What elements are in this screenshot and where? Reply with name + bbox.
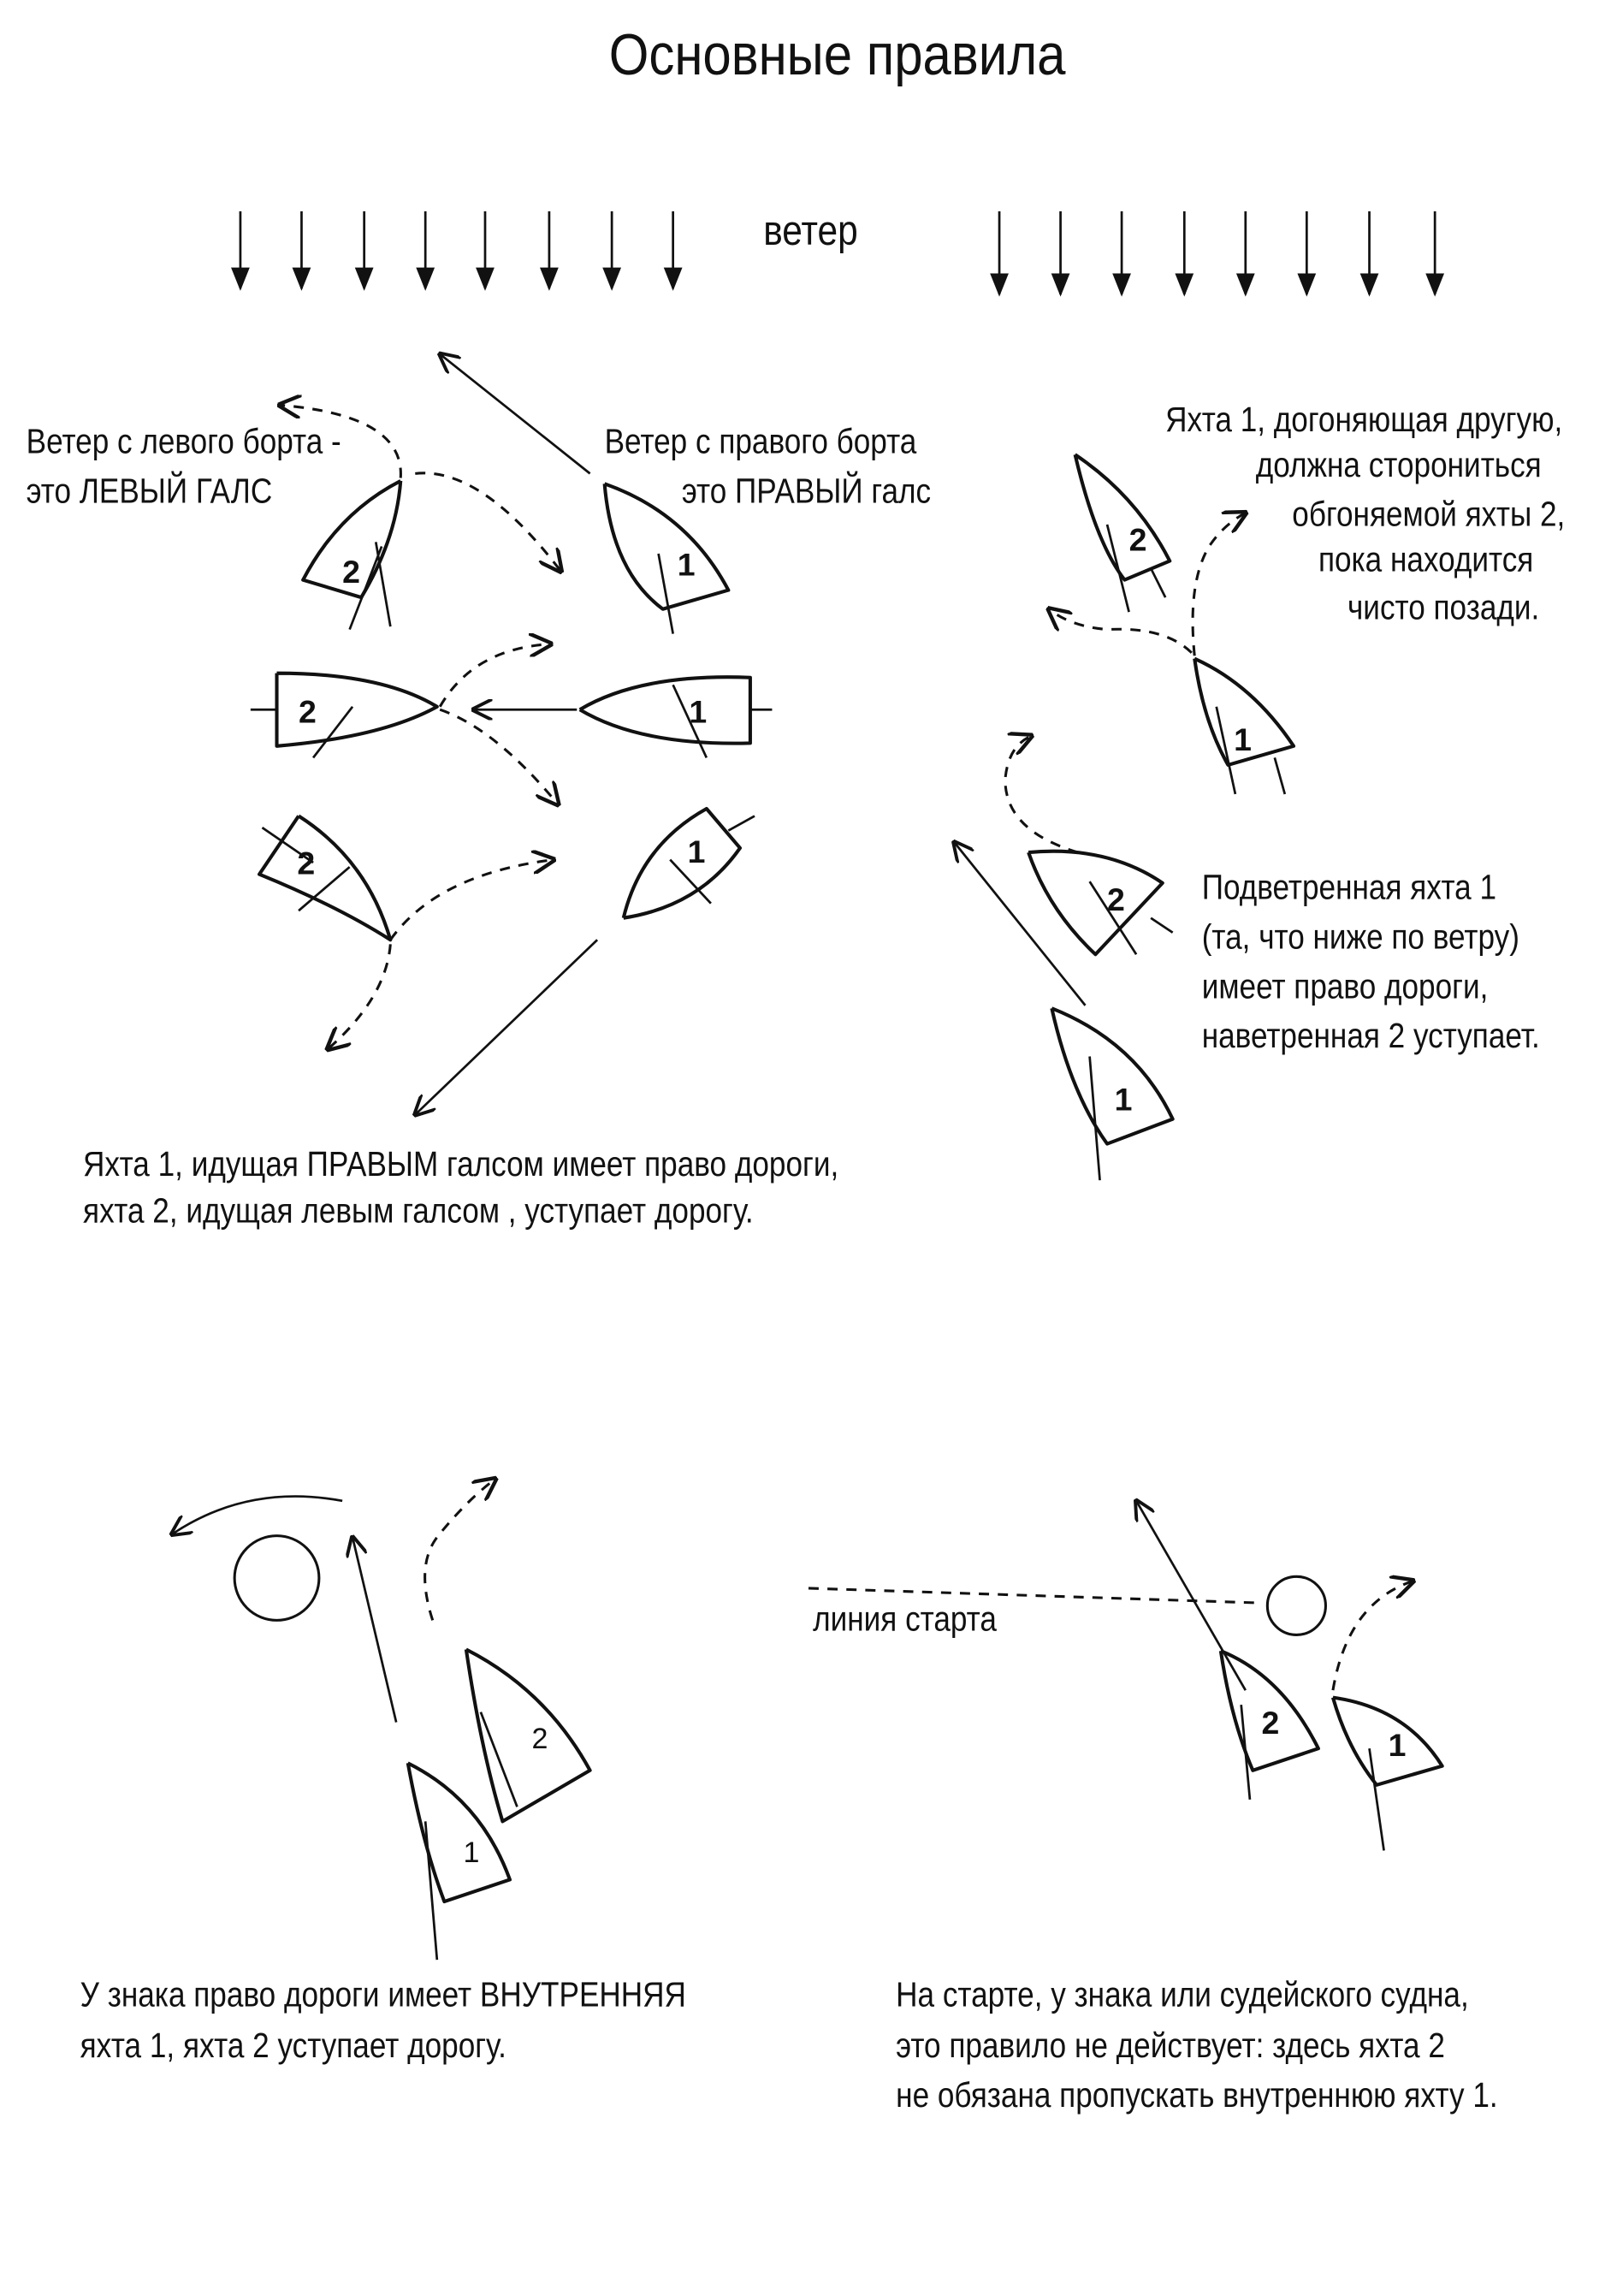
boat-number: 1 <box>1115 1081 1133 1117</box>
boat-number: 1 <box>688 834 706 869</box>
boat-2-bottom <box>258 814 393 942</box>
leeward-line: (та, что ниже по ветру) <box>1201 917 1519 958</box>
boat-2-outside <box>464 1647 592 1824</box>
start-line-diagram: 2 1 <box>808 1501 1444 1851</box>
wind-label: ветер <box>763 208 858 255</box>
tack-left-line: Ветер с левого борта - <box>26 422 341 462</box>
page-title: Основные правила <box>608 23 1066 88</box>
overtaking-line: Яхта 1, догоняющая другую, <box>1165 400 1563 441</box>
boat-number: 2 <box>297 845 315 881</box>
boat-number: 2 <box>1129 522 1147 558</box>
tack-right-line: это ПРАВЫЙ галс <box>681 472 932 512</box>
overtaking-line: обгоняемой яхты 2, <box>1292 495 1566 535</box>
mark-rounding-diagram: 2 1 <box>172 1479 592 1961</box>
boat-number: 1 <box>1234 721 1252 757</box>
boat-number: 2 <box>531 1723 548 1755</box>
start-rule-line: На старте, у знака или судейского судна, <box>896 1975 1469 2015</box>
boat-1-start <box>1331 1695 1444 1787</box>
wind-arrows-right <box>990 211 1445 297</box>
mark-rule-line: У знака право дороги имеет ВНУТРЕННЯЯ <box>80 1975 686 2015</box>
leeward-diagram: 2 1 <box>954 736 1175 1181</box>
boat-number: 1 <box>689 694 707 730</box>
overtaking-diagram: 2 1 <box>1049 453 1296 795</box>
boat-1-leeward <box>1050 1006 1175 1146</box>
leeward-line: имеет право дороги, <box>1201 967 1489 1007</box>
boat-number: 1 <box>463 1836 479 1869</box>
leeward-line: Подветренная яхта 1 <box>1201 868 1497 908</box>
tack-left-line: это ЛЕВЫЙ ГАЛС <box>26 472 273 512</box>
leeward-line: наветренная 2 уступает. <box>1201 1017 1540 1057</box>
tack-diagram: 2 1 2 1 2 1 <box>250 354 773 1115</box>
starboard-rule-line: Яхта 1, идущая ПРАВЫМ галсом имеет право… <box>83 1145 839 1185</box>
start-rule-line: это правило не действует: здесь яхта 2 <box>896 2026 1445 2067</box>
boat-1-bottom <box>621 806 743 920</box>
starboard-rule-line: яхта 2, идущая левым галсом , уступает д… <box>83 1191 754 1231</box>
wind-arrows-left <box>231 211 683 291</box>
boat-2-overtaken <box>1073 453 1172 582</box>
boat-1-inside <box>406 1761 512 1904</box>
boat-2-windward <box>1027 849 1164 957</box>
boat-number: 2 <box>342 554 360 590</box>
boat-number: 2 <box>299 694 317 730</box>
boat-1-overtaking <box>1193 656 1296 767</box>
boat-number: 2 <box>1107 881 1125 917</box>
start-mark <box>1265 1575 1327 1636</box>
start-line-label: линия старта <box>813 1599 997 1640</box>
boat-1-top <box>602 482 731 611</box>
boat-1-middle <box>578 675 752 745</box>
boat-number: 2 <box>1262 1705 1280 1741</box>
boat-2-top <box>301 479 403 600</box>
boat-2-start <box>1218 1649 1320 1772</box>
overtaking-line: чисто позади. <box>1347 588 1540 628</box>
overtaking-line: пока находится <box>1318 540 1534 580</box>
overtaking-line: должна сторониться <box>1255 446 1542 485</box>
mark-rule-line: яхта 1, яхта 2 уступает дорогу. <box>80 2026 506 2067</box>
tack-right-line: Ветер с правого борта <box>604 422 917 462</box>
boat-number: 1 <box>1389 1727 1407 1763</box>
mark-buoy <box>233 1534 321 1622</box>
boat-number: 1 <box>678 547 696 583</box>
start-rule-line: не обязана пропускать внутреннюю яхту 1. <box>896 2076 1498 2116</box>
